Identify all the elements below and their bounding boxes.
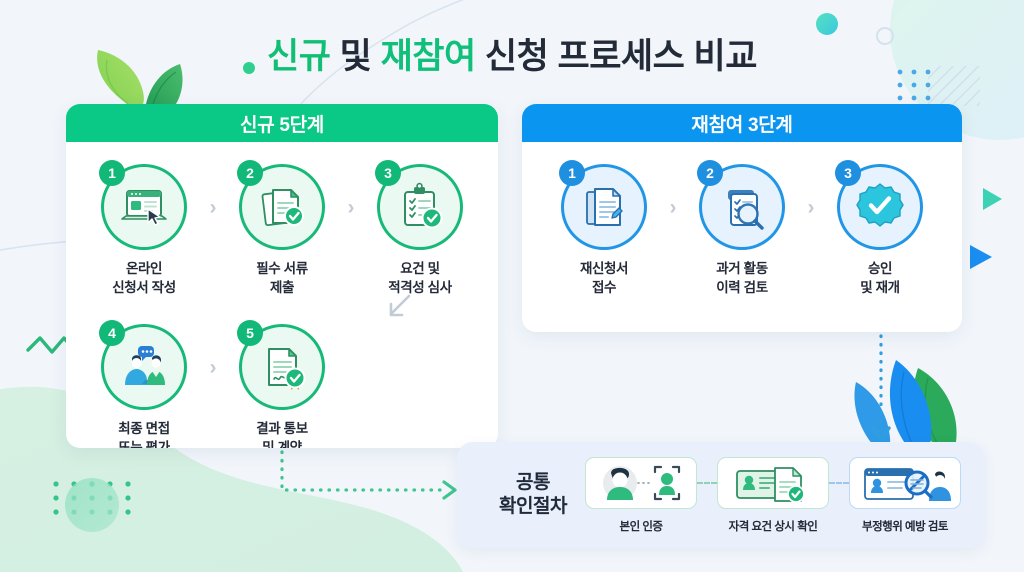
common-item-fraud[interactable]: 부정행위 예방 검토 [849,456,961,534]
document-pen-icon [561,164,647,250]
common-item-eligibility[interactable]: 자격 요건 상시 확인 [717,456,829,534]
panel-new-header: 신규 5단계 [66,104,498,142]
step-new-1-label: 온라인 신청서 작성 [112,261,176,295]
title-part-rejoin: 재참여 [380,37,477,76]
wrap-down-left-arrow-icon [389,294,411,317]
step-number-badge: 3 [835,160,861,186]
step-number-badge: 1 [559,160,585,186]
chevron-right-icon-5: › [807,196,815,219]
clipboard-checklist-icon [377,164,463,250]
common-item-identity[interactable]: 본인 인증 [585,456,697,534]
triangle-blue-right [970,245,992,269]
common-item-identity-label: 본인 인증 [619,520,663,533]
step-rejoin-1[interactable]: 1 재신청서 접수 [548,160,660,297]
title-part-rest: 신청 프로세스 비교 [475,37,758,76]
step-number-badge: 3 [375,160,401,186]
certificate-seal-icon [239,324,325,410]
face-match-verify-icon [585,456,697,509]
triangle-teal-right [983,188,1002,210]
common-connector-1 [697,481,717,484]
step-new-4-art: 4 [99,320,187,410]
step-new-1-art: 1 [99,160,187,250]
step-rejoin-1-art: 1 [559,160,647,250]
rejoin-steps-row: 1 재신청서 접수 › [522,160,962,297]
chevron-right-icon-4: › [669,196,677,219]
step-rejoin-1-label: 재신청서 접수 [579,261,629,295]
step-new-3-art: 3 [375,160,463,250]
title-part-new: 신규 [267,37,331,76]
step-rejoin-3[interactable]: 3 승인 및 재개 [824,160,936,297]
step-rejoin-2[interactable]: 2 과거 활동 이력 검토 [686,160,798,297]
common-item-fraud-label: 부정행위 예방 검토 [861,520,949,533]
interview-people-icon [101,324,187,410]
step-ring [101,324,187,410]
common-title: 공통 확인절차 [499,471,567,517]
common-item-eligibility-label: 자격 요건 상시 확인 [728,520,818,533]
panel-common-procedures: 공통 확인절차 [457,442,985,548]
step-new-1[interactable]: 1 온라인 신청서 작성 [88,160,200,297]
step-number-badge: 2 [237,160,263,186]
step-rejoin-2-art: 2 [697,160,785,250]
laptop-form-icon [101,164,187,250]
title-part-and: 및 [330,37,381,76]
verified-badge-icon [837,164,923,250]
step-new-5[interactable]: 5 결과 통보 및 계약 [226,320,338,448]
step-new-3[interactable]: 3 요건 및 적격성 심사 [364,160,476,297]
connector-re-to-common [871,334,891,442]
new-steps-row-1: 1 온라인 신청서 작성 › [66,160,498,297]
step-number-badge: 1 [99,160,125,186]
step-new-2-art: 2 [237,160,325,250]
dot-grid-green-bottom-left [53,478,131,532]
chevron-right-icon-2: › [347,196,355,219]
step-rejoin-3-label: 승인 및 재개 [860,261,900,295]
step-new-2-label: 필수 서류 제출 [256,261,308,295]
step-rejoin-3-art: 3 [835,160,923,250]
step-number-badge: 5 [237,320,263,346]
step-new-4[interactable]: 4 최종 면접 또는 평가 [88,320,200,448]
id-card-document-check-icon [717,456,829,509]
step-new-4-label: 최종 면접 또는 평가 [118,421,170,448]
connector-new-to-common [280,450,457,500]
panel-rejoin-process: 재참여 3단계 [522,104,962,332]
common-connector-2 [829,481,849,484]
documents-check-icon [239,164,325,250]
fraud-prevention-review-icon [849,456,961,509]
step-new-3-label: 요건 및 적격성 심사 [388,261,452,295]
step-new-5-label: 결과 통보 및 계약 [256,421,308,448]
step-new-5-art: 5 [237,320,325,410]
step-number-badge: 2 [697,160,723,186]
panel-rejoin-header: 재참여 3단계 [522,104,962,142]
chevron-right-icon-3: › [209,356,217,379]
common-items-list: 본인 인증 [585,456,961,534]
step-new-2[interactable]: 2 필수 서류 제출 [226,160,338,297]
step-number-badge: 4 [99,320,125,346]
panel-new-process: 신규 5단계 [66,104,498,448]
new-steps-row-2: 4 최종 면접 또는 평가 › [66,320,498,448]
step-rejoin-2-label: 과거 활동 이력 검토 [716,261,768,295]
chevron-right-icon-1: › [209,196,217,219]
page-title: 신규 및 재참여 신청 프로세스 비교 [0,28,1024,79]
clipboard-magnifier-icon [699,164,785,250]
